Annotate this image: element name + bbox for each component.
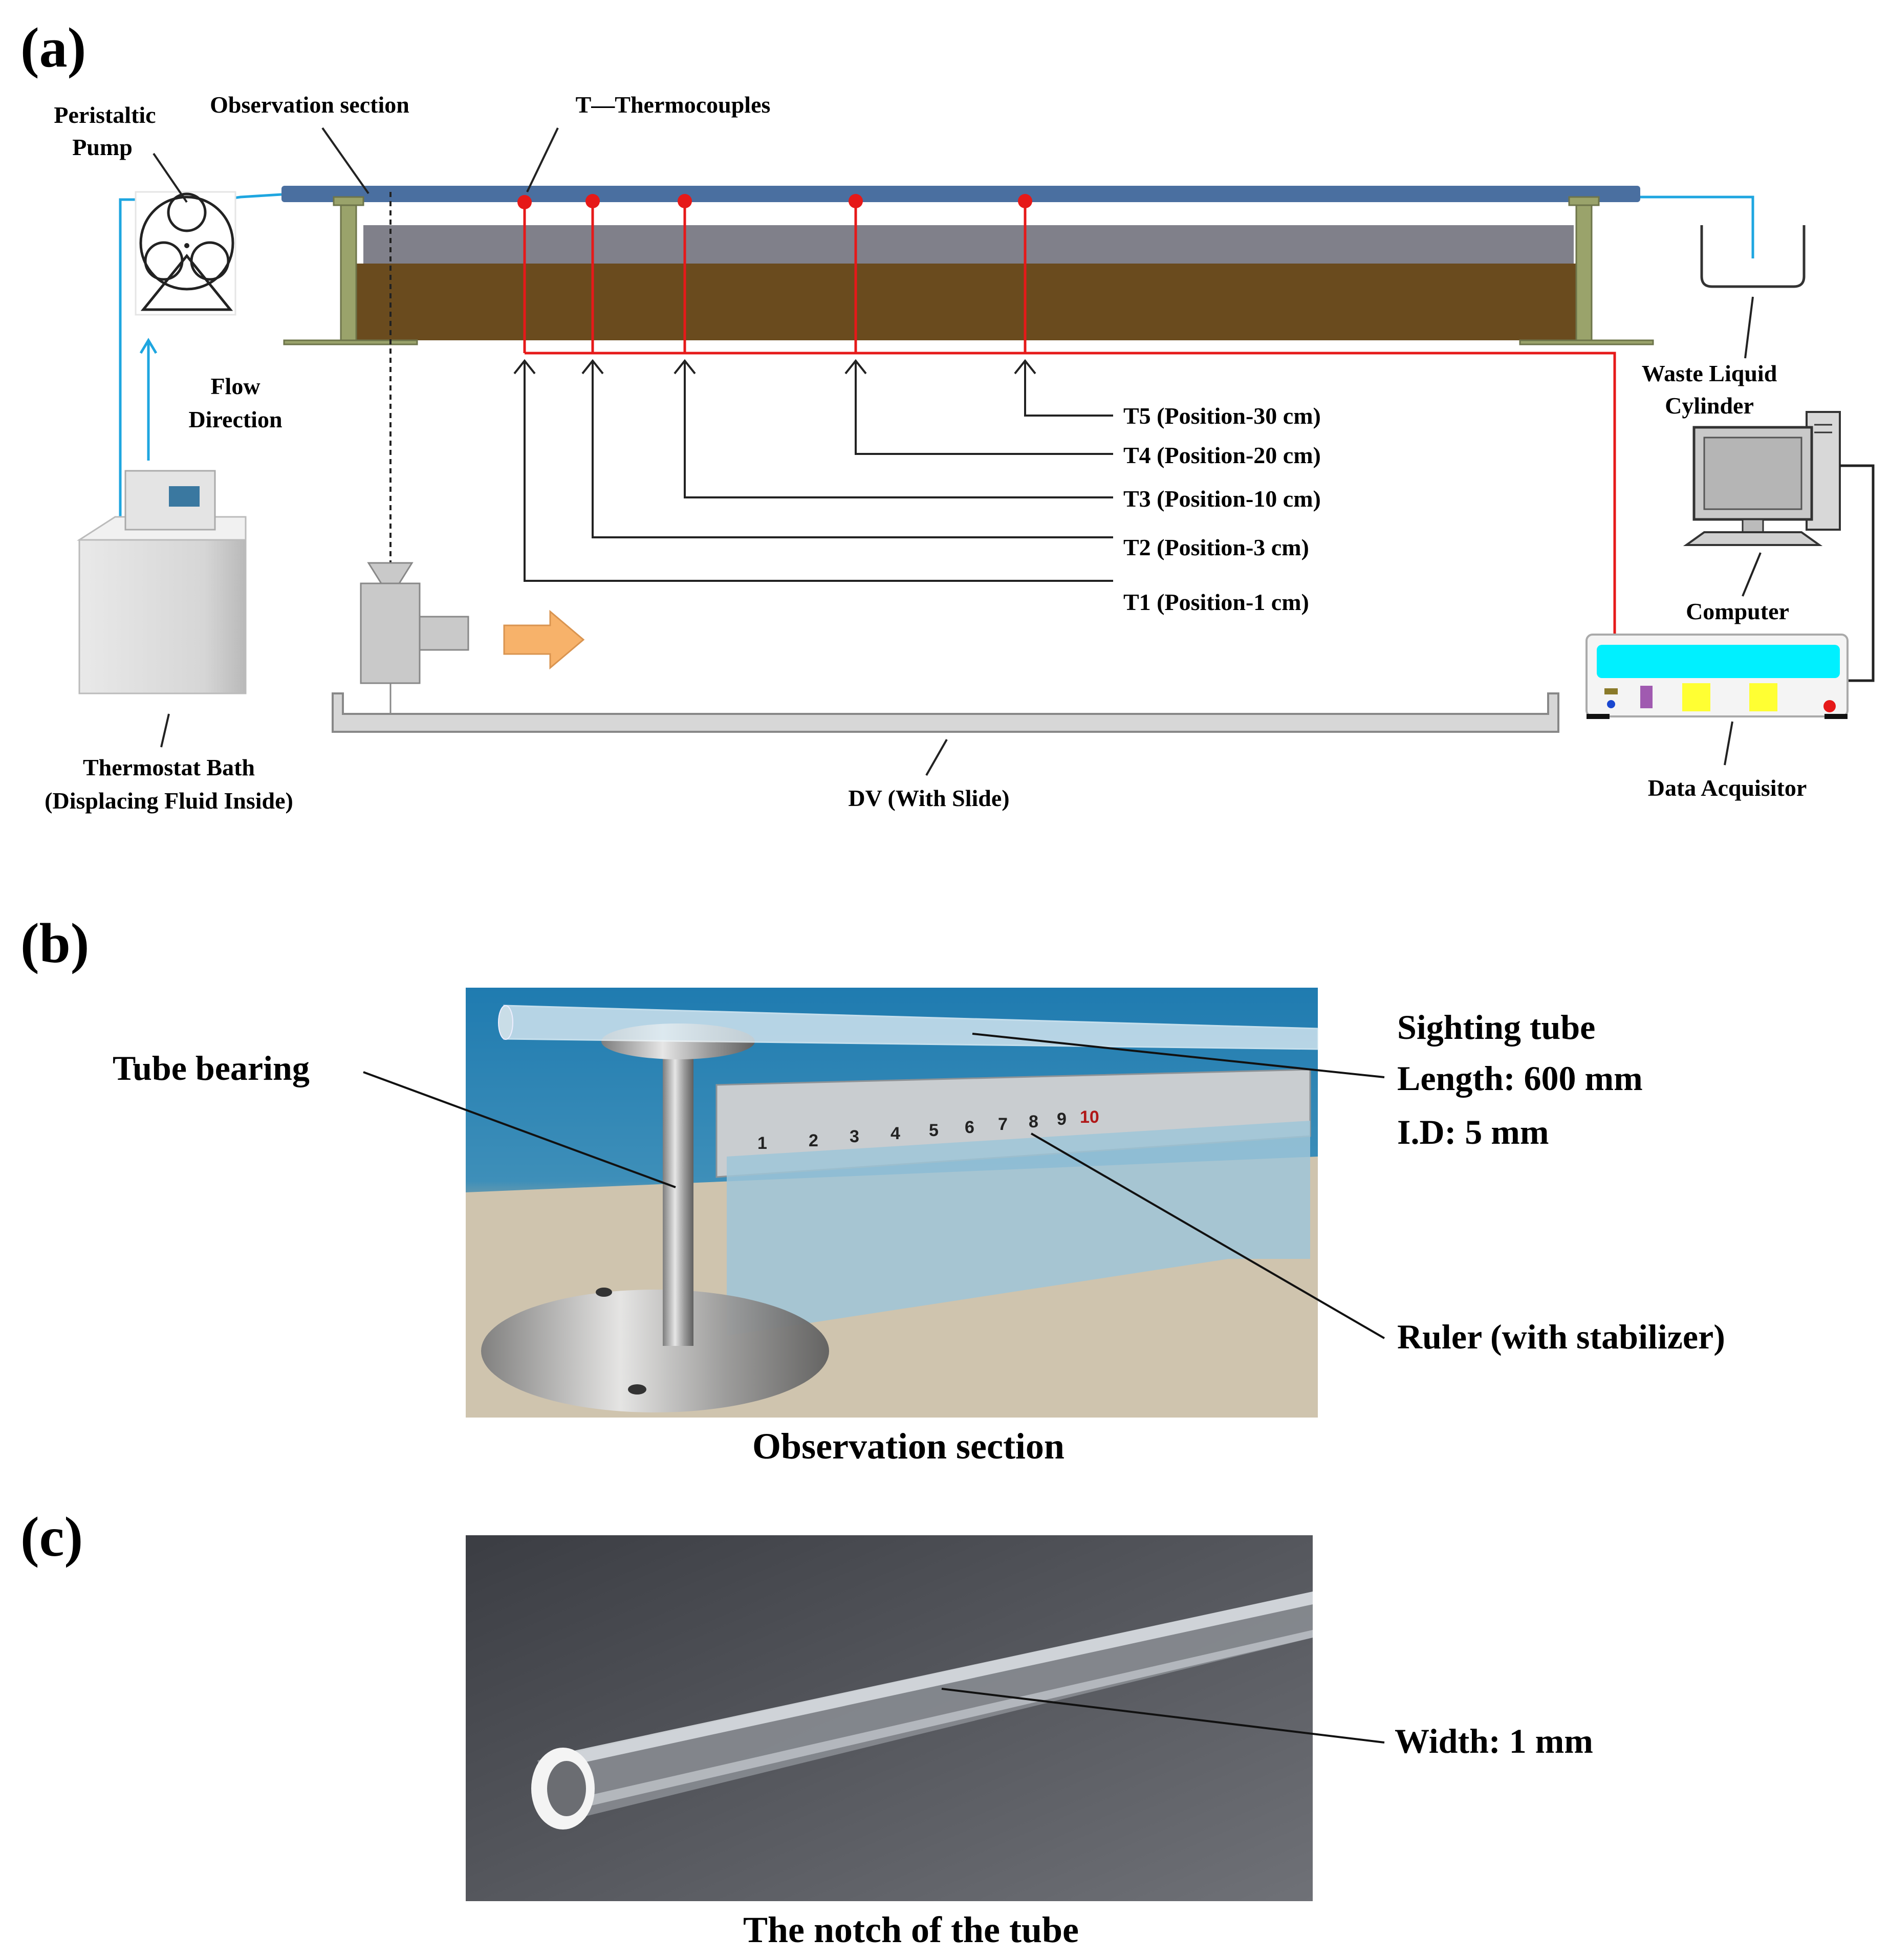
ruler-ticks: 1 2 3 4 5 6 7 8 9 10 [757,1107,1099,1153]
leader-observation [321,127,370,194]
ruler-tick: 8 [1029,1112,1038,1131]
schematic: T5 (Position-30 cm) T4 (Position-20 cm) … [45,92,1875,814]
ruler-tick: 2 [809,1131,818,1150]
ruler-tick: 4 [890,1124,900,1143]
leader-waste [1744,296,1754,359]
thermocouple-position-labels: T5 (Position-30 cm) T4 (Position-20 cm) … [1123,403,1321,615]
porous-media [353,264,1587,340]
caption-tube-notch: The notch of the tube [743,1909,1079,1950]
thermocouple-dot-t2 [585,194,600,208]
label-sighting-id: I.D: 5 mm [1397,1113,1549,1151]
label-t2: T2 (Position-3 cm) [1123,534,1309,560]
label-flow-direction: Flow [210,373,260,399]
camera-icon [360,562,469,714]
leader-data-acquisitor [1724,721,1733,766]
caption-observation-section: Observation section [752,1426,1065,1467]
panel-label-b: (b) [20,912,89,974]
ruler-tick: 6 [965,1118,974,1137]
label-peristaltic-pump: Peristaltic [54,102,156,128]
label-t4: T4 (Position-20 cm) [1123,442,1321,468]
label-sighting-tube: Sighting tube [1397,1008,1595,1047]
thermocouple-dot-t5 [1018,194,1032,208]
slide-direction-arrow [503,609,585,670]
label-thermostat-bath-2: (Displacing Fluid Inside) [45,788,293,814]
thermocouple-dot-t1 [517,195,532,209]
label-flow-direction-2: Direction [188,406,282,432]
panel-label-c: (c) [20,1506,83,1568]
ruler-tick: 5 [929,1121,939,1140]
leader-computer [1742,552,1762,597]
leader-dv [925,739,948,776]
computer-cable [1840,464,1875,682]
thermocouple-leaders [513,359,1113,582]
supports [283,196,1654,345]
ruler-tick: 10 [1080,1107,1099,1127]
label-waste-liquid-2: Cylinder [1665,393,1754,419]
photo-tube-notch [466,1535,1313,1901]
label-t5: T5 (Position-30 cm) [1123,403,1321,429]
waste-cylinder-icon [1700,225,1806,288]
photo-observation-section: 1 2 3 4 5 6 7 8 9 10 [466,988,1319,1418]
label-t1: T1 (Position-1 cm) [1123,589,1309,615]
label-observation-section: Observation section [210,92,409,118]
observation-tube [281,186,1640,202]
leader-sighting-tube [972,1033,1385,1078]
thermocouple-dot-t4 [849,194,863,208]
leader-notch-width [941,1688,1385,1744]
ruler-tick: 3 [850,1127,859,1146]
label-thermostat-bath: Thermostat Bath [83,754,255,780]
label-dv: DV (With Slide) [848,785,1009,811]
data-acquisitor-icon [1585,634,1849,719]
label-thermocouples: T—Thermocouples [576,92,771,118]
panel-label-a: (a) [20,16,86,79]
label-computer: Computer [1686,598,1789,624]
thermostat-bath-icon [76,470,247,694]
thermocouple-points [517,194,1032,209]
label-t3: T3 (Position-10 cm) [1123,486,1321,512]
computer-icon [1683,411,1841,546]
label-sighting-length: Length: 600 mm [1397,1059,1643,1098]
label-peristaltic-pump-2: Pump [72,134,133,160]
thermocouple-wires [523,202,1616,635]
label-notch-width: Width: 1 mm [1395,1722,1593,1760]
label-tube-bearing: Tube bearing [113,1049,310,1087]
leader-thermocouples [526,127,559,192]
ruler-tick: 1 [757,1134,767,1153]
label-waste-liquid: Waste Liquid [1642,360,1777,386]
ruler-tick: 7 [998,1115,1008,1134]
label-data-acquisitor: Data Acquisitor [1648,775,1807,801]
gray-layer [363,225,1574,266]
label-ruler: Ruler (with stabilizer) [1397,1317,1725,1356]
leader-ruler [1030,1133,1385,1339]
leader-pump [153,153,188,203]
peristaltic-pump-icon [135,191,236,316]
leader-tube-bearing [363,1071,676,1188]
dv-slide [332,692,1559,733]
ruler-tick: 9 [1057,1109,1067,1129]
leader-bath [160,713,170,748]
thermocouple-dot-t3 [678,194,692,208]
